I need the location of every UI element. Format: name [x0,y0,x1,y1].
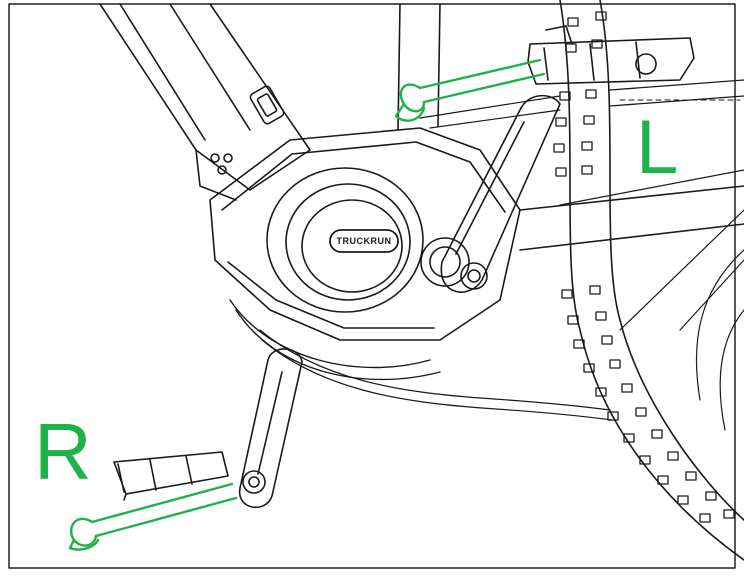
right-crank-arm [239,348,303,509]
mid-drive-motor [209,127,521,381]
right-side-label: R [34,407,92,496]
motor-brand-text: TRUCKRUN [336,236,392,246]
wrench-icon [68,482,238,551]
left-pedal [527,25,695,85]
wrench-icon [394,58,546,122]
right-pedal [113,451,229,501]
bike-frame [99,3,744,251]
rear-tire [553,0,744,561]
chain [259,329,613,421]
left-side-label: L [636,105,679,190]
left-crank-arm [440,94,561,293]
